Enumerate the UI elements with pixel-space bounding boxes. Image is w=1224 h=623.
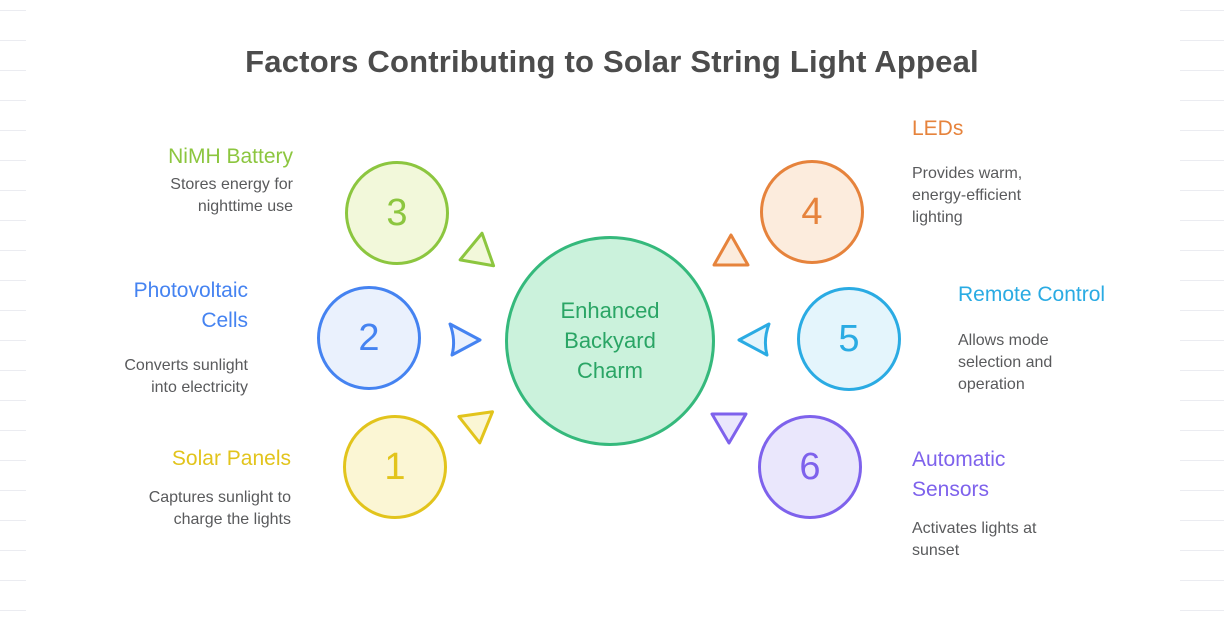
factor-number-1: 1 <box>384 445 406 488</box>
factor-label-nimh-battery: NiMH Battery <box>168 145 293 168</box>
factor-desc-automatic-sensors: Activates lights at sunset <box>912 520 1037 559</box>
triangle-up-icon <box>709 231 753 274</box>
factor-desc-remote-control: Allows mode selection and operation <box>958 332 1053 393</box>
factor-desc-photovoltaic-cells: Converts sunlight into electricity <box>124 357 248 396</box>
factor-number-6: 6 <box>799 445 821 488</box>
triangle-up-icon <box>454 226 505 276</box>
center-label: Enhanced Backyard Charm <box>560 298 660 383</box>
factor-desc-leds: Provides warm, energy-efficient lighting <box>912 165 1023 226</box>
triangle-right-icon <box>442 320 484 363</box>
factor-label-solar-panels: Solar Panels <box>171 447 291 470</box>
factor-label-remote-control: Remote Control <box>958 283 1106 306</box>
ruled-lines-right <box>1180 0 1224 623</box>
factor-number-5: 5 <box>838 317 860 360</box>
factor-label-photovoltaic-cells: Photovoltaic Cells <box>133 279 248 332</box>
factor-desc-nimh-battery: Stores energy for nighttime use <box>170 176 293 215</box>
factor-number-2: 2 <box>358 316 380 359</box>
factor-circle-3: 3 <box>345 161 449 265</box>
factor-circle-5: 5 <box>797 287 901 391</box>
factor-circle-4: 4 <box>760 160 864 264</box>
triangle-down-icon <box>707 409 751 452</box>
ruled-lines-left <box>0 0 26 623</box>
factor-circle-2: 2 <box>317 286 421 390</box>
center-circle: Enhanced Backyard Charm <box>505 236 715 446</box>
factor-circle-6: 6 <box>758 415 862 519</box>
factor-desc-solar-panels: Captures sunlight to charge the lights <box>148 489 291 528</box>
triangle-left-icon <box>733 320 775 363</box>
factor-number-4: 4 <box>801 190 823 233</box>
factor-circle-1: 1 <box>343 415 447 519</box>
factor-label-leds: LEDs <box>912 117 964 140</box>
page-title: Factors Contributing to Solar String Lig… <box>245 44 979 79</box>
factor-label-automatic-sensors: Automatic Sensors <box>912 448 1006 501</box>
factor-number-3: 3 <box>386 191 408 234</box>
triangle-down-icon <box>453 406 503 455</box>
